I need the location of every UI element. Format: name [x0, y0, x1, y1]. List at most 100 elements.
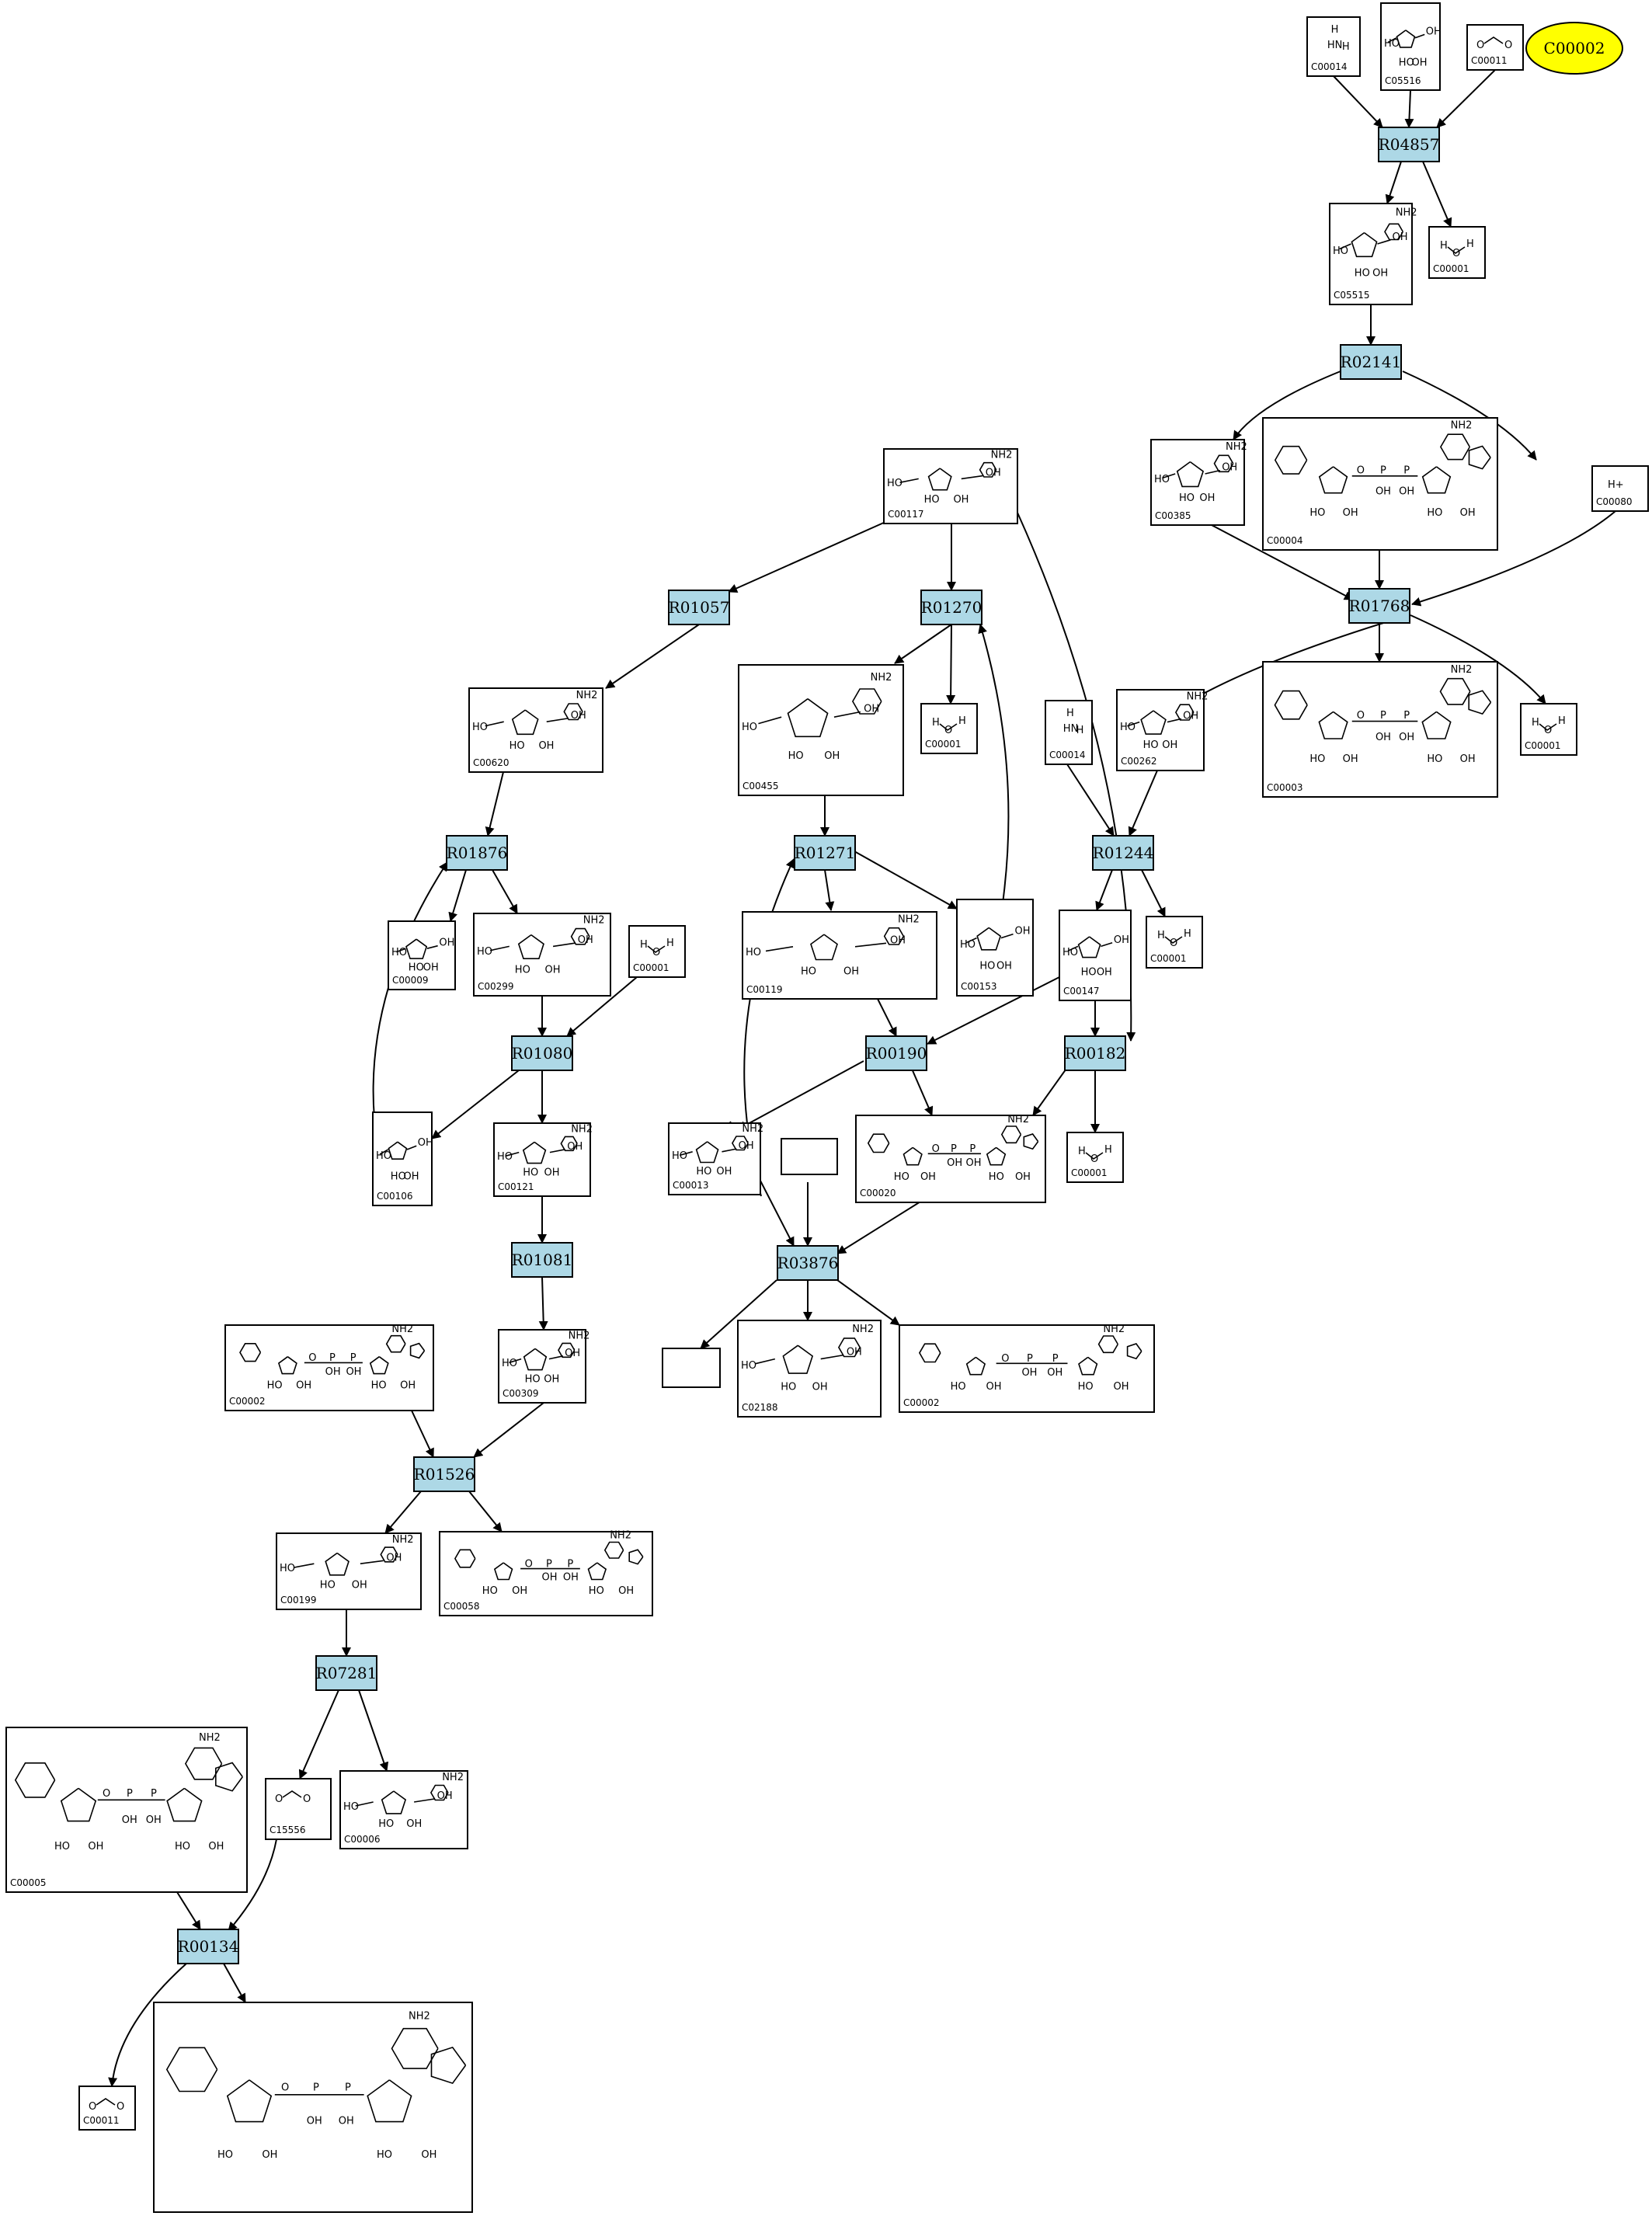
- bond-line: [854, 942, 887, 948]
- atom-label: H: [1466, 238, 1474, 250]
- edge-arrow: [473, 1402, 544, 1458]
- bond-line: [560, 1136, 578, 1152]
- bond-line: [367, 2079, 412, 2123]
- reaction-node[interactable]: R07281: [315, 1655, 377, 1691]
- reaction-node[interactable]: R01270: [920, 590, 983, 625]
- reaction-node[interactable]: R01526: [413, 1456, 475, 1492]
- edge-arrow: [1233, 370, 1341, 440]
- compound-box: [855, 1115, 1046, 1203]
- edge-arrow: [605, 624, 700, 689]
- edge-arrow: [228, 1839, 277, 1932]
- reaction-node[interactable]: R01876: [446, 835, 508, 871]
- compound-node[interactable]: [781, 1138, 838, 1175]
- edge-arrow: [176, 1891, 201, 1930]
- atom-label: NH2: [569, 1330, 590, 1341]
- atom-label: O: [1452, 248, 1460, 259]
- atom-label: HO: [391, 1171, 406, 1182]
- reaction-node[interactable]: R03876: [777, 1245, 839, 1281]
- bond-line: [1468, 445, 1491, 470]
- reaction-box: [511, 1035, 573, 1071]
- atom-label: H+: [1608, 479, 1624, 491]
- bond-line: [1085, 1152, 1104, 1160]
- atom-label: HO: [1399, 57, 1414, 69]
- bond-line: [426, 944, 438, 949]
- bond-line: [1167, 718, 1182, 723]
- atom-label: HO: [960, 939, 976, 951]
- compound-node[interactable]: H+C00080: [1591, 465, 1649, 512]
- reaction-id: R01876: [447, 844, 508, 862]
- bond-line: [493, 1562, 513, 1581]
- reaction-node[interactable]: R00182: [1064, 1035, 1126, 1071]
- compound-box: [1329, 203, 1413, 305]
- atom-label: OH: [538, 740, 554, 752]
- reaction-node[interactable]: R01244: [1092, 835, 1154, 871]
- reaction-node[interactable]: R01057: [668, 590, 730, 625]
- reaction-node[interactable]: R04857: [1378, 127, 1440, 162]
- atom-label: P: [127, 1788, 133, 1800]
- atom-label: OH: [1372, 268, 1388, 280]
- reaction-node[interactable]: R02141: [1340, 344, 1402, 380]
- compound-box: [265, 1778, 332, 1840]
- reaction-node[interactable]: R01080: [511, 1035, 573, 1071]
- reaction-node[interactable]: R01768: [1348, 588, 1410, 624]
- atom-label: NH2: [1007, 1114, 1029, 1125]
- reaction-box: [1092, 835, 1154, 871]
- atom-label: H: [932, 717, 940, 729]
- bond-line: [965, 937, 977, 944]
- compound-id: C00014: [1049, 750, 1086, 760]
- bond-line: [505, 1151, 520, 1157]
- compound-id: C00106: [377, 1191, 413, 1202]
- atom-label: NH2: [576, 690, 598, 701]
- bond-line: [782, 1345, 814, 1374]
- root-node[interactable]: C00002: [1525, 22, 1623, 75]
- edge-arrow: [1141, 869, 1166, 917]
- atom-label: NH2: [391, 1324, 413, 1335]
- reaction-node[interactable]: R01271: [794, 835, 856, 871]
- reaction-node[interactable]: R01081: [511, 1242, 573, 1278]
- atom-label: HO: [1179, 492, 1195, 504]
- reaction-node[interactable]: R00134: [177, 1929, 239, 1964]
- edge-arrow: [1095, 869, 1113, 911]
- compound-node[interactable]: [662, 1348, 721, 1388]
- reaction-node[interactable]: R00190: [865, 1035, 927, 1071]
- bond-line: [1351, 231, 1378, 258]
